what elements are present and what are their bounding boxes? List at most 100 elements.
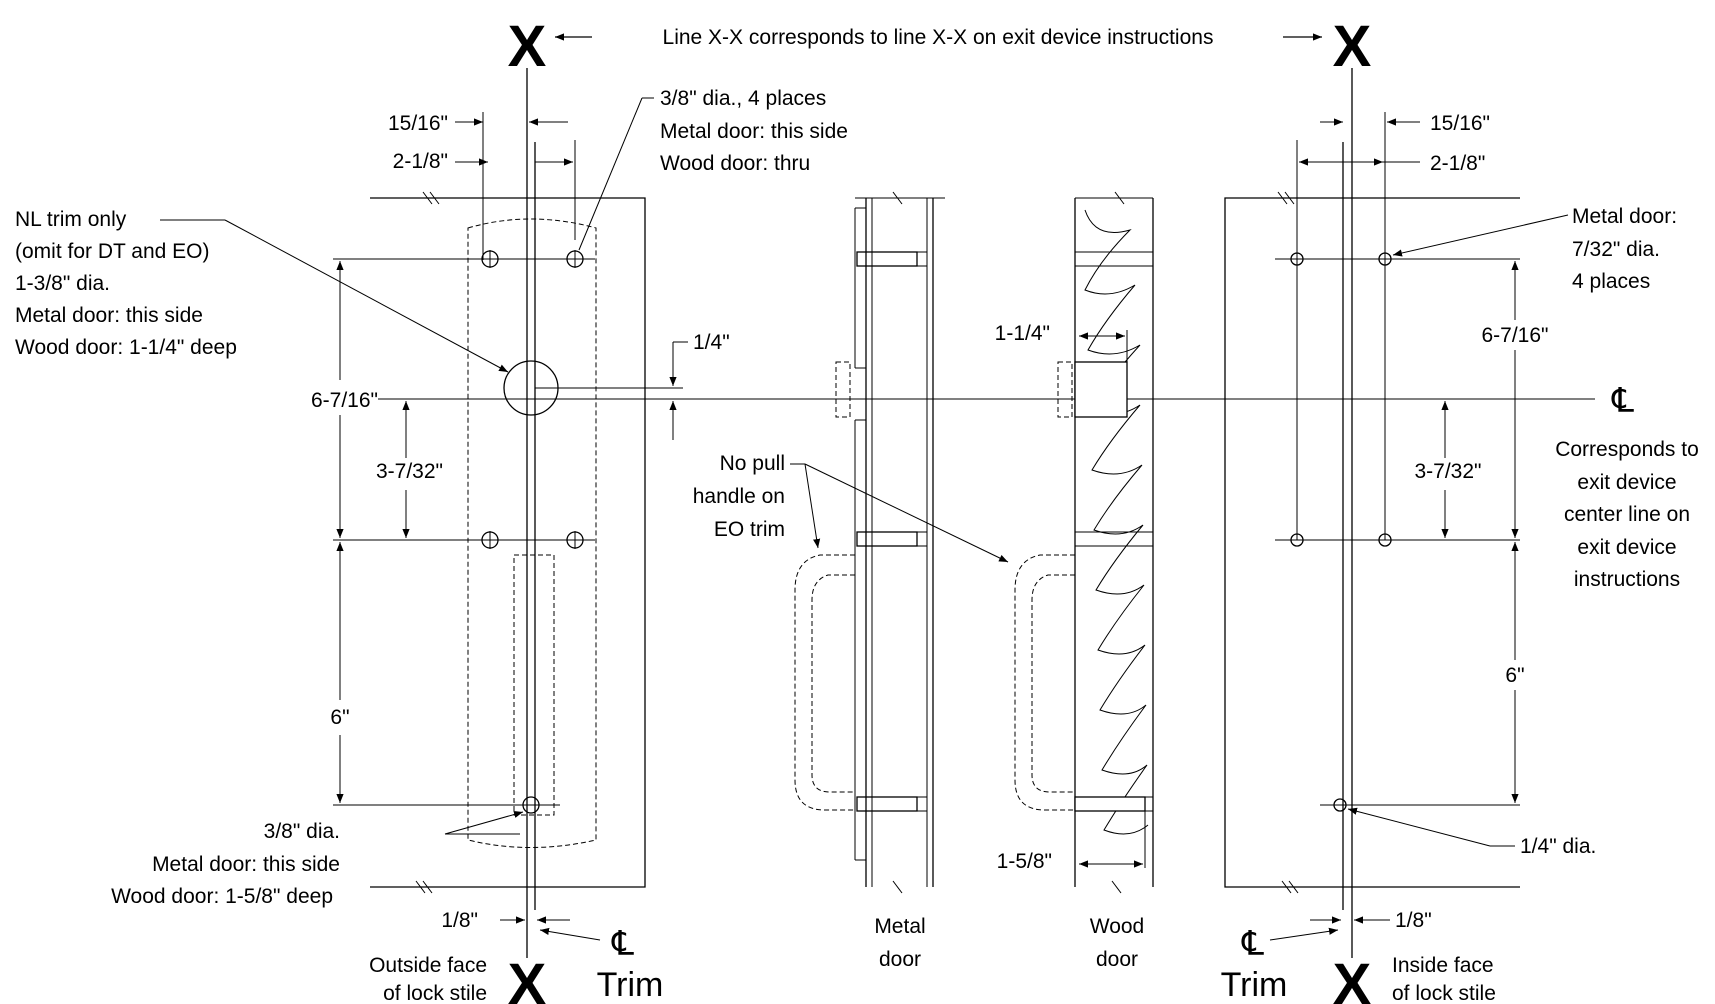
metal-door-line: [916, 796, 928, 812]
left-hole-note-1: 3/8" dia., 4 places: [660, 87, 826, 110]
metal-door-section: [794, 191, 945, 894]
wood-caption-1: Wood: [1090, 915, 1144, 938]
right-cl-note-2: exit device: [1577, 471, 1676, 494]
wood-door-line: [1057, 361, 1073, 418]
right-break: [1277, 191, 1295, 205]
right-ref-line: [1269, 927, 1339, 941]
left-trim-slot: [513, 554, 555, 816]
left-caption-2: of lock stile: [383, 982, 487, 1004]
section-mark-left-bottom: X: [508, 952, 547, 1004]
right-break: [1281, 880, 1299, 894]
right-bottom-hole-leader: [1347, 807, 1491, 847]
left-bottom-note-2: Metal door: this side: [152, 853, 340, 876]
left-bottom-hole-leader: [444, 810, 524, 835]
right-hole-top-left: [1290, 252, 1304, 266]
right-door-outline: [1224, 197, 1520, 888]
section-views: 1-1/4" 1-5/8" No pull handle on EO trim …: [693, 191, 1154, 971]
right-trim-label: Trim: [1221, 966, 1288, 1004]
wood-dim-1-1-4: 1-1/4": [995, 322, 1050, 345]
no-pull-note-3: EO trim: [714, 518, 785, 541]
right-centerline-trim-symbol: ℄: [1241, 925, 1264, 963]
metal-caption-1: Metal: [874, 915, 925, 938]
right-caption-1: Inside face: [1392, 954, 1494, 977]
right-centerline-symbol: ℄: [1611, 382, 1634, 420]
left-hole-note-3: Wood door: thru: [660, 152, 810, 175]
right-dim-3-7-32: 3-7/32": [1415, 460, 1482, 483]
wood-door-line: [1144, 796, 1154, 812]
right-view: 15/16" 2-1/8" Metal door: 7/32" dia. 4 p…: [1221, 68, 1699, 1004]
left-bottom-note-3: Wood door: 1-5/8" deep: [111, 885, 333, 908]
left-centerline-symbol: ℄: [611, 925, 634, 963]
no-pull-leader-metal: [804, 463, 821, 549]
left-nl-note-4: Metal door: this side: [15, 304, 203, 327]
left-dim-6: 6": [330, 706, 349, 729]
metal-door-line: [916, 251, 928, 267]
wood-door-line: [1114, 191, 1125, 205]
wood-pull-handle: [1014, 554, 1075, 811]
left-caption-1: Outside face: [369, 954, 487, 977]
left-dim-line: [539, 927, 601, 941]
left-nl-note-3: 1-3/8" dia.: [15, 272, 110, 295]
right-cl-note-4: exit device: [1577, 536, 1676, 559]
right-dim-6: 6": [1505, 664, 1524, 687]
left-nl-note-5: Wood door: 1-1/4" deep: [15, 336, 237, 359]
wood-door-line: [1111, 880, 1122, 894]
right-cl-note-1: Corresponds to: [1555, 438, 1699, 461]
no-pull-note-2: handle on: [693, 485, 785, 508]
right-hole-mid-right: [1378, 533, 1392, 547]
wood-door-line: [1031, 574, 1075, 793]
wood-caption-2: door: [1096, 948, 1138, 971]
left-dim-6-7-16: 6-7/16": [311, 389, 378, 412]
left-door-outline: [370, 197, 646, 888]
left-bottom-note-1: 3/8" dia.: [264, 820, 340, 843]
metal-door-line: [835, 361, 851, 418]
right-dim-2-1-8: 2-1/8": [1430, 152, 1485, 175]
right-hole-mid-left: [1290, 533, 1304, 547]
wood-dim-1-5-8: 1-5/8": [997, 850, 1052, 873]
metal-door-line: [916, 531, 928, 547]
left-hole-bottom: [522, 796, 540, 814]
right-hole-note-3: 4 places: [1572, 270, 1650, 293]
left-trim-label: Trim: [597, 966, 664, 1004]
right-caption-2: of lock stile: [1392, 982, 1496, 1004]
left-dim-15-16: 15/16": [388, 112, 448, 135]
wood-door-line: [1074, 796, 1146, 812]
left-dim-2-1-8: 2-1/8": [393, 150, 448, 173]
right-hole-bottom: [1333, 798, 1347, 812]
metal-caption-2: door: [879, 948, 921, 971]
left-hole-leader: [578, 97, 643, 251]
right-hole-note-2: 7/32" dia.: [1572, 238, 1660, 261]
left-view: 15/16" 2-1/8" 3/8" dia., 4 places Metal …: [15, 68, 1595, 1004]
no-pull-leader-wood: [804, 463, 1009, 563]
left-dim-1-8: 1/8": [441, 909, 478, 932]
header-note: Line X-X corresponds to line X-X on exit…: [663, 26, 1214, 49]
left-break-top: [422, 191, 440, 205]
left-dim-1-4: 1/4": [693, 331, 730, 354]
wood-grain: [1084, 209, 1149, 835]
wood-door-section: 1-1/4" 1-5/8": [995, 191, 1154, 894]
left-nl-cylinder-hole: [503, 360, 559, 416]
right-cl-note-5: instructions: [1574, 568, 1680, 591]
section-mark-right-bottom: X: [1333, 952, 1372, 1004]
left-dim-3-7-32: 3-7/32": [376, 460, 443, 483]
left-hole-note-2: Metal door: this side: [660, 120, 848, 143]
left-break-bottom: [415, 880, 433, 894]
right-hole-note-1: Metal door:: [1572, 205, 1677, 228]
metal-door-line: [811, 574, 855, 793]
left-nl-leader: [224, 219, 509, 373]
right-dim-6-7-16: 6-7/16": [1482, 324, 1549, 347]
right-dim-1-8: 1/8": [1395, 909, 1432, 932]
right-bottom-hole-note: 1/4" dia.: [1520, 835, 1596, 858]
left-nl-note-1: NL trim only: [15, 208, 127, 231]
right-cl-note-3: center line on: [1564, 503, 1690, 526]
metal-pull-handle: [794, 554, 855, 811]
left-trim-plate: [467, 218, 597, 848]
right-hole-leader: [1392, 214, 1569, 257]
header: X X Line X-X corresponds to line X-X on …: [508, 14, 1372, 79]
metal-door-line: [892, 880, 903, 894]
right-dim-15-16: 15/16": [1430, 112, 1490, 135]
wood-door-line: [1074, 361, 1128, 418]
no-pull-note-1: No pull: [720, 452, 785, 475]
